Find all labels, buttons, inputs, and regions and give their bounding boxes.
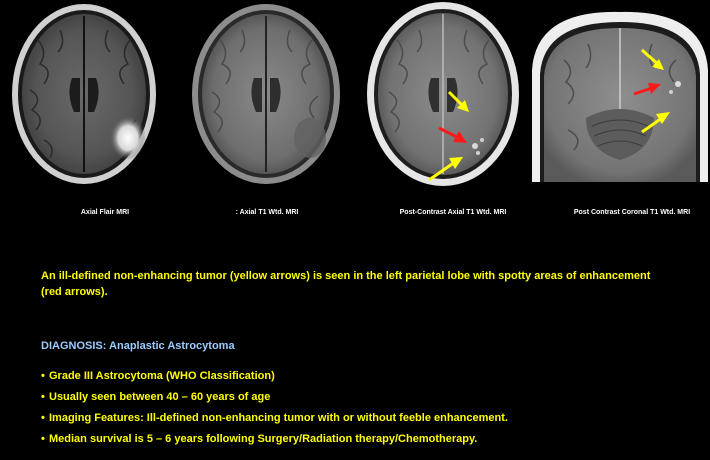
- image-caption-axial-t1: : Axial T1 Wtd. MRI: [235, 209, 299, 216]
- red-arrow-icon: [633, 83, 661, 96]
- list-item-text: Median survival is 5 – 6 years following…: [49, 433, 478, 445]
- image-caption-axial-flair: Axial Flair MRI: [80, 209, 130, 216]
- list-item-text: Imaging Features: Ill-defined non-enhanc…: [49, 412, 508, 424]
- post-contrast-coronal-t1-mri-image: [528, 0, 710, 182]
- axial-flair-mri-image: [0, 0, 172, 202]
- image-caption-post-contrast-coronal-t1: Post Contrast Coronal T1 Wtd. MRI: [573, 209, 691, 216]
- bullet-icon: •: [41, 370, 45, 382]
- bullet-icon: •: [41, 412, 45, 424]
- list-item: • Imaging Features: Ill-defined non-enhan…: [41, 411, 508, 432]
- yellow-arrow-icon: [428, 157, 463, 182]
- yellow-arrow-icon: [641, 112, 670, 134]
- list-item-text: Usually seen between 40 – 60 years of ag…: [49, 391, 271, 403]
- yellow-arrow-icon: [447, 90, 469, 112]
- diagnosis-bullet-list: • Grade III Astrocytoma (WHO Classificati…: [41, 369, 508, 453]
- axial-t1-mri-image: [180, 0, 352, 202]
- bullet-icon: •: [41, 433, 45, 445]
- image-caption-post-contrast-axial-t1: Post-Contrast Axial T1 Wtd. MRI: [399, 209, 507, 216]
- bullet-icon: •: [41, 391, 45, 403]
- list-item: • Grade III Astrocytoma (WHO Classificati…: [41, 369, 508, 390]
- yellow-arrow-icon: [641, 48, 664, 70]
- list-item: • Median survival is 5 – 6 years followin…: [41, 432, 508, 453]
- finding-description: An ill-defined non-enhancing tumor (yell…: [41, 270, 651, 298]
- diagnosis-heading: DIAGNOSIS: Anaplastic Astrocytoma: [41, 340, 235, 352]
- list-item: • Usually seen between 40 – 60 years of a…: [41, 390, 508, 411]
- post-contrast-axial-t1-mri-image: [357, 0, 529, 202]
- red-arrow-icon: [438, 126, 467, 143]
- list-item-text: Grade III Astrocytoma (WHO Classificatio…: [49, 370, 275, 382]
